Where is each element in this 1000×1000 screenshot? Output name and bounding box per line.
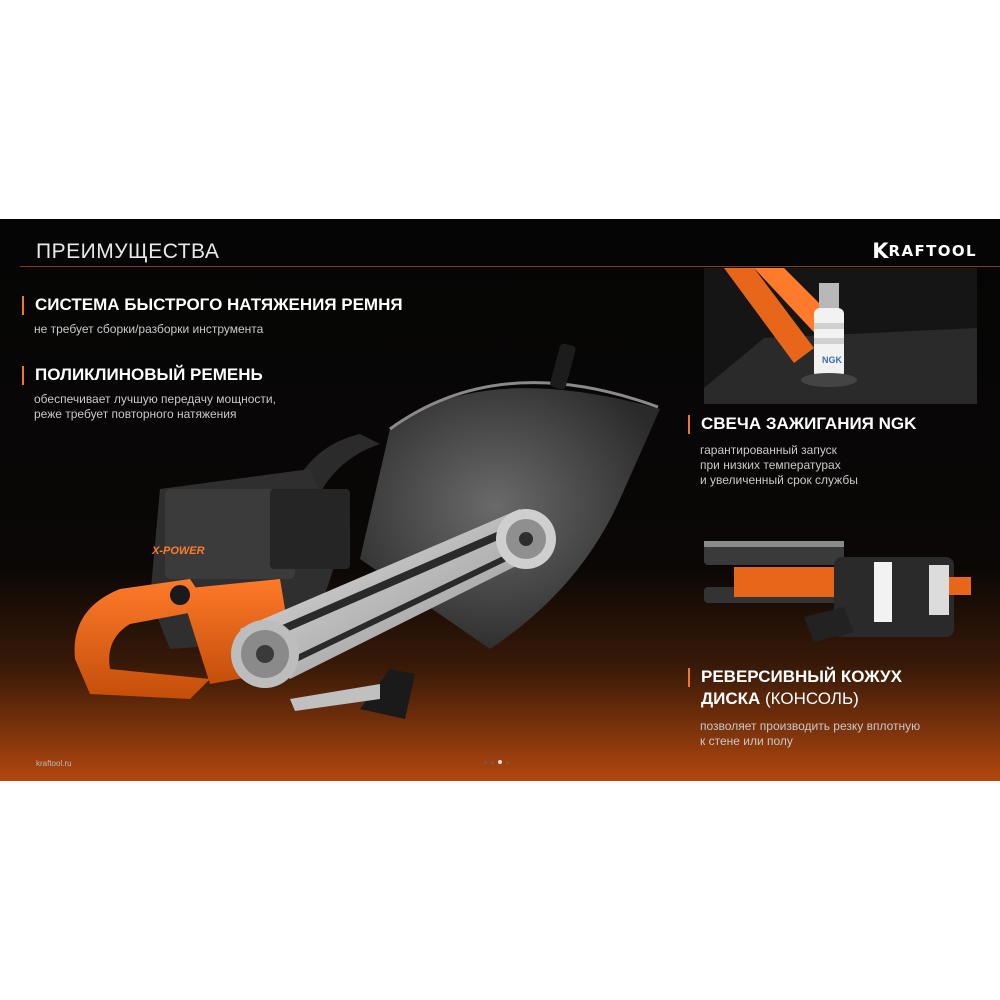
feature-poly-v-belt: ПОЛИКЛИНОВЫЙ РЕМЕНЬ обеспечивает лучшую …	[22, 364, 276, 422]
feature-description: обеспечивает лучшую передачу мощности, р…	[22, 392, 276, 422]
feature-title-light: (КОНСОЛЬ)	[760, 689, 859, 708]
logo-letter-k: K	[872, 239, 889, 263]
logo-letters: RAFTOOL	[888, 242, 977, 260]
feature-description-line: обеспечивает лучшую передачу мощности,	[34, 392, 276, 406]
feature-description-line: реже требует повторного натяжения	[34, 407, 237, 421]
title-divider	[20, 266, 1000, 267]
ngk-label: NGK	[822, 355, 843, 365]
feature-description-line: гарантированный запуск	[700, 443, 837, 457]
feature-description-line: не требует сборки/разборки инструмента	[34, 322, 264, 336]
feature-title-bold: ДИСКА	[701, 689, 761, 708]
feature-description-line: при низких температурах	[700, 458, 841, 472]
website-link[interactable]: kraftool.ru	[36, 759, 72, 768]
feature-title: СВЕЧА ЗАЖИГАНИЯ NGK	[688, 413, 916, 435]
feature-description-line: к стене или полу	[700, 734, 793, 748]
feature-reversible-guard: РЕВЕРСИВНЫЙ КОЖУХ ДИСКА (КОНСОЛЬ) позвол…	[688, 666, 920, 749]
pagination-dots	[484, 760, 509, 764]
x-power-label: X-POWER	[151, 545, 205, 557]
feature-title-line: ДИСКА (КОНСОЛЬ)	[701, 688, 920, 710]
pagination-dot[interactable]	[498, 760, 502, 764]
feature-title-line: РЕВЕРСИВНЫЙ КОЖУХ	[701, 667, 902, 686]
feature-belt-tension: СИСТЕМА БЫСТРОГО НАТЯЖЕНИЯ РЕМНЯ не треб…	[22, 294, 403, 337]
feature-description-line: позволяет производить резку вплотную	[700, 719, 921, 733]
feature-description: гарантированный запуск при низких темпер…	[688, 443, 916, 488]
feature-description-line: и увеличенный срок службы	[700, 473, 858, 487]
feature-description: не требует сборки/разборки инструмента	[22, 322, 403, 337]
feature-title: РЕВЕРСИВНЫЙ КОЖУХ ДИСКА (КОНСОЛЬ)	[688, 666, 920, 710]
feature-title: ПОЛИКЛИНОВЫЙ РЕМЕНЬ	[22, 364, 276, 386]
reversible-guard-photo	[704, 537, 976, 647]
slide-title: ПРЕИМУЩЕСТВА	[36, 240, 220, 263]
pagination-dot[interactable]	[484, 760, 487, 764]
feature-title: СИСТЕМА БЫСТРОГО НАТЯЖЕНИЯ РЕМНЯ	[22, 294, 403, 316]
pagination-dot[interactable]	[491, 760, 494, 764]
power-cutter-photo: X-POWER	[60, 339, 660, 729]
feature-description: позволяет производить резку вплотную к с…	[688, 719, 920, 749]
spark-plug-photo: NGK	[704, 268, 977, 404]
pagination-dot[interactable]	[506, 760, 509, 764]
feature-spark-plug: СВЕЧА ЗАЖИГАНИЯ NGK гарантированный запу…	[688, 413, 916, 488]
